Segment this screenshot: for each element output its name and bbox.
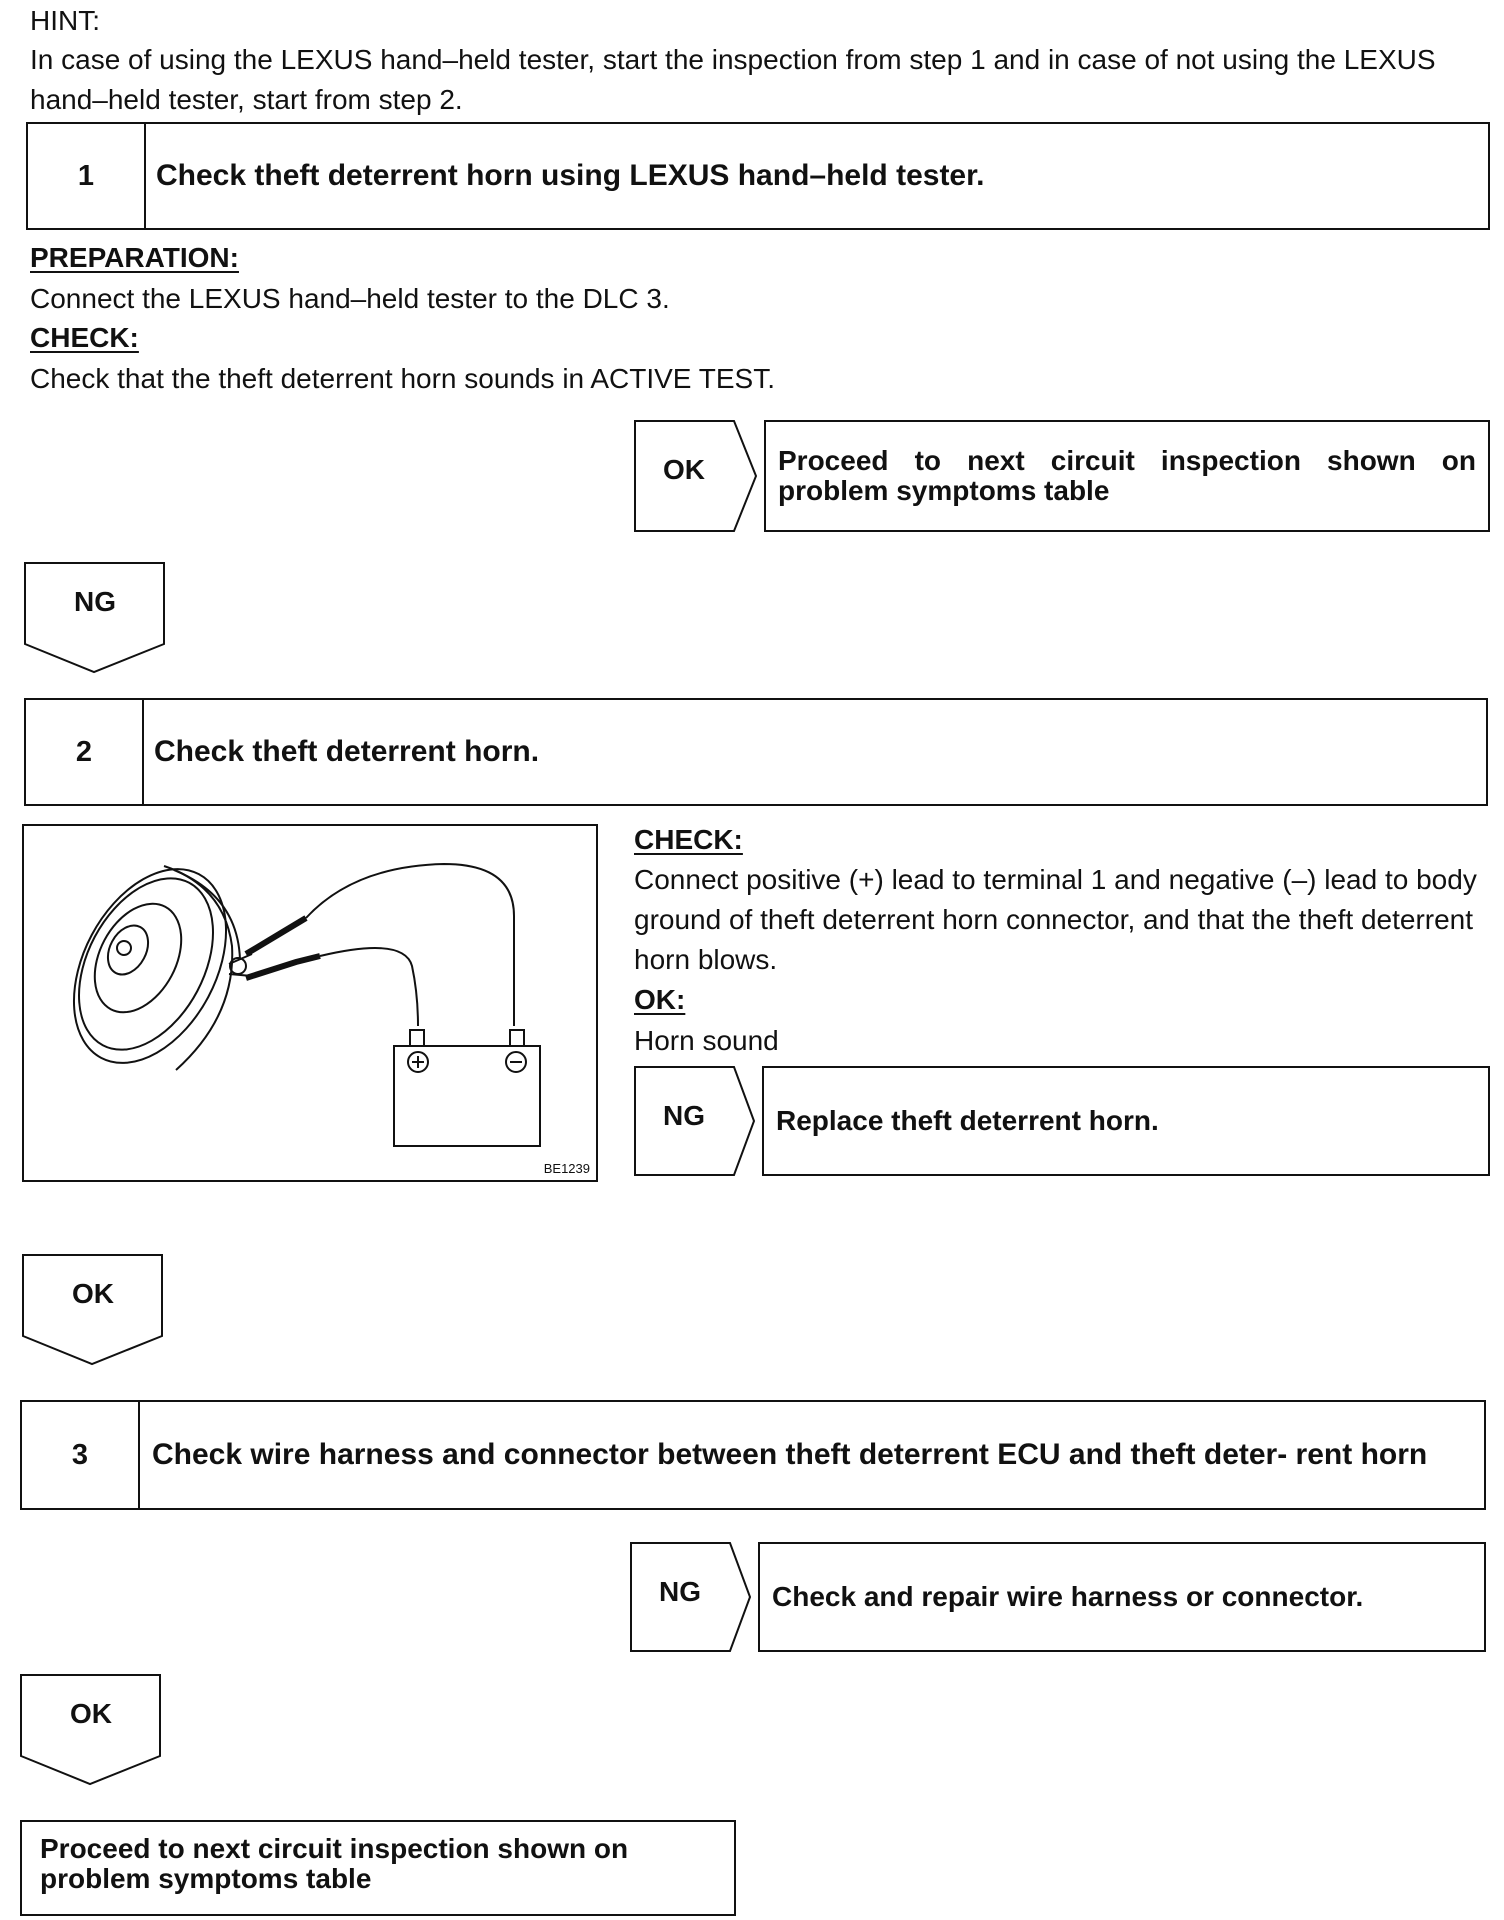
step-1-preparation-text: Connect the LEXUS hand–held tester to th…	[30, 283, 670, 314]
step-3-header: 3 Check wire harness and connector betwe…	[20, 1400, 1486, 1510]
step-1-ok-tag: OK	[663, 454, 705, 485]
step-1-ok-result-box: Proceed to next circuit inspection shown…	[764, 420, 1490, 532]
step-2-header: 2 Check theft deterrent horn.	[24, 698, 1488, 806]
step-1-header: 1 Check theft deterrent horn using LEXUS…	[26, 122, 1490, 230]
step-1-check-label: CHECK:	[30, 322, 139, 353]
step-2-ng-result-text: Replace theft deterrent horn.	[776, 1105, 1159, 1136]
horn-battery-illustration	[72, 862, 541, 1147]
step-2-ok-text: Horn sound	[634, 1025, 779, 1056]
step-3-ng-tag: NG	[659, 1576, 701, 1607]
figure-id: BE1239	[543, 1161, 590, 1176]
step-3-ok-down-arrow: OK	[20, 1674, 162, 1786]
down-arrow-shape	[24, 562, 165, 674]
step-3-number: 3	[22, 1402, 140, 1508]
step-1-number: 1	[28, 124, 146, 228]
step-2-check-label: CHECK:	[634, 824, 743, 855]
hint-text: In case of using the LEXUS hand–held tes…	[30, 44, 1436, 115]
right-arrow-shape	[630, 1542, 752, 1652]
step-2-check-text: Connect positive (+) lead to terminal 1 …	[634, 864, 1477, 975]
step-3-ng-result-box: Check and repair wire harness or connect…	[758, 1542, 1486, 1652]
down-arrow-shape	[22, 1254, 163, 1366]
step-2-ng-tag: NG	[663, 1100, 705, 1131]
step-2-ng-result-box: Replace theft deterrent horn.	[762, 1066, 1490, 1176]
step-2-ok-down-arrow: OK	[22, 1254, 164, 1366]
step-3-ng-result: NG Check and repair wire harness or conn…	[630, 1542, 1486, 1652]
step-1-ok-result: OK Proceed to next circuit inspection sh…	[634, 420, 1490, 532]
horn-battery-figure: BE1239	[22, 824, 598, 1182]
step-2-title: Check theft deterrent horn.	[154, 735, 540, 768]
final-result-text: Proceed to next circuit inspection shown…	[40, 1833, 629, 1894]
step-1-ng-tag: NG	[74, 586, 116, 617]
step-1-ng-down-arrow: NG	[24, 562, 166, 674]
right-arrow-shape	[634, 420, 758, 532]
step-2-ok-label: OK:	[634, 984, 686, 1015]
step-1-ok-result-text: Proceed to next circuit inspection shown…	[778, 445, 1476, 506]
step-1-check-text: Check that the theft deterrent horn soun…	[30, 363, 775, 394]
hint-label: HINT:	[30, 5, 100, 36]
final-result-box: Proceed to next circuit inspection shown…	[20, 1820, 736, 1916]
step-1-preparation-label: PREPARATION:	[30, 242, 239, 273]
step-2-number: 2	[26, 700, 144, 804]
step-3-ng-result-text: Check and repair wire harness or connect…	[772, 1581, 1364, 1612]
right-arrow-shape	[634, 1066, 756, 1176]
step-2-ng-result: NG Replace theft deterrent horn.	[634, 1066, 1490, 1176]
step-3-title: Check wire harness and connector between…	[152, 1438, 1428, 1471]
down-arrow-shape	[20, 1674, 161, 1786]
step-2-ok-tag: OK	[72, 1278, 114, 1309]
step-1-title: Check theft deterrent horn using LEXUS h…	[156, 159, 985, 192]
step-3-ok-tag: OK	[70, 1698, 112, 1729]
